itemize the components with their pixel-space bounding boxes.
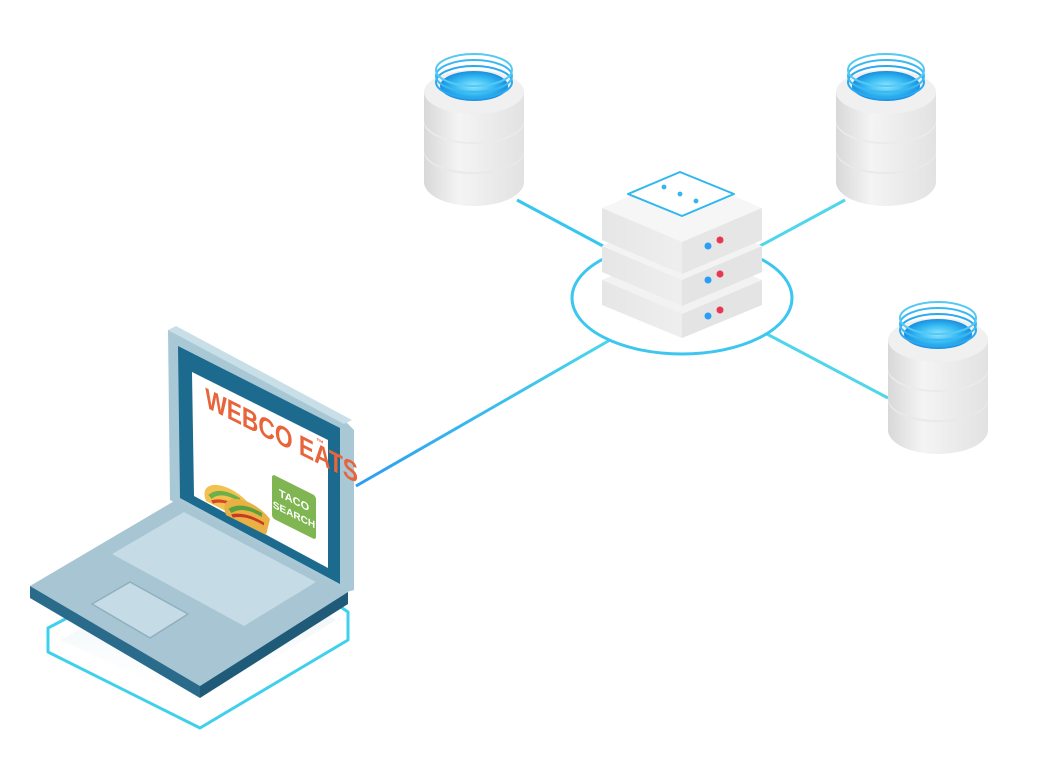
link-laptop <box>355 338 611 488</box>
link-db-top-right <box>759 198 846 248</box>
network-links <box>355 198 889 488</box>
laptop-keyboard <box>112 512 316 626</box>
database-right-icon <box>887 301 989 455</box>
database-top-left-icon <box>423 53 525 207</box>
link-db-right <box>764 331 889 400</box>
laptop-trackpad[interactable] <box>90 581 190 639</box>
database-top-right-icon <box>835 53 937 207</box>
link-db-top-left <box>516 198 604 248</box>
server-stack-icon <box>570 171 794 356</box>
server-status-leds <box>704 236 724 320</box>
laptop-icon: WEBCO EATS ™ TACO SEARCH <box>30 326 358 730</box>
taco-icon <box>204 484 270 535</box>
brand-trademark: ™ <box>316 435 324 448</box>
